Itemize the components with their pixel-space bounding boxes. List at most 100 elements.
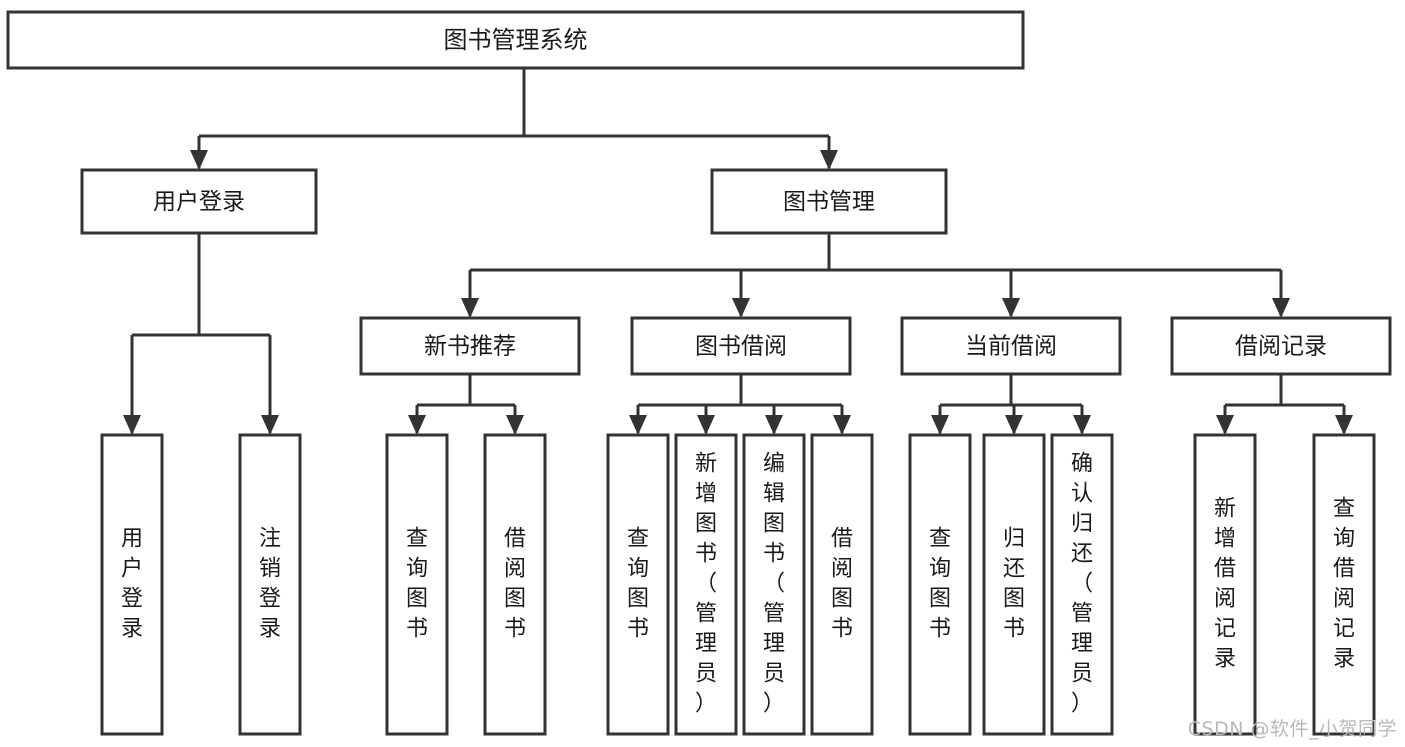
- node-label-char: 注: [259, 527, 281, 552]
- arrow-head-icon: [820, 150, 838, 170]
- node-box[interactable]: [385, 433, 449, 736]
- node-box[interactable]: [810, 433, 874, 736]
- node-label: 新书推荐: [424, 334, 516, 360]
- node-box[interactable]: [1193, 433, 1257, 736]
- arrow-head-icon: [461, 298, 479, 318]
- node-current-borrow[interactable]: 当前借阅: [900, 316, 1122, 376]
- node-root[interactable]: 图书管理系统: [6, 10, 1025, 70]
- node-label-char: 询: [1333, 527, 1355, 552]
- node-label-char: 借: [1333, 557, 1355, 582]
- node-label-char: 书: [929, 617, 951, 642]
- node-label-char: 图: [695, 512, 717, 537]
- node-book-management[interactable]: 图书管理: [710, 168, 948, 235]
- node-label-char: 书: [831, 617, 853, 642]
- node-label-char: 管: [763, 602, 785, 627]
- node-new-book-recommend[interactable]: 新书推荐: [359, 316, 581, 376]
- node-label-char: 图: [406, 587, 428, 612]
- arrow-head-icon: [629, 415, 647, 435]
- node-label-char: 销: [259, 557, 281, 582]
- node-box[interactable]: [6, 10, 1025, 70]
- node-label-char: 辑: [763, 482, 785, 507]
- node-label-char: 阅: [1214, 587, 1236, 612]
- connector-book-borrow-to-leaves: [629, 374, 851, 435]
- node-label: 当前借阅: [965, 334, 1057, 360]
- node-label-char: 图: [831, 587, 853, 612]
- node-label: 用户登录: [153, 189, 245, 215]
- node-box[interactable]: [1050, 433, 1114, 736]
- node-label-char: 查: [1333, 497, 1355, 522]
- node-label-char: 阅: [1333, 587, 1355, 612]
- arrow-head-icon: [506, 415, 524, 435]
- node-label-char: 录: [121, 617, 143, 642]
- node-label-char: 录: [1333, 647, 1355, 672]
- node-box[interactable]: [674, 433, 738, 736]
- node-label: 图书借阅: [695, 334, 787, 360]
- node-leaf-user-login[interactable]: 用户登录: [100, 433, 164, 736]
- node-box[interactable]: [100, 433, 164, 736]
- arrow-head-icon: [697, 415, 715, 435]
- node-label-char: 增: [695, 482, 717, 507]
- node-label-char: 登: [121, 587, 143, 612]
- node-box[interactable]: [80, 168, 318, 235]
- connector-layer: [123, 68, 1353, 435]
- node-box[interactable]: [483, 433, 547, 736]
- node-label-char: 增: [1214, 527, 1236, 552]
- node-label-char: ）: [1071, 692, 1093, 717]
- node-box[interactable]: [606, 433, 670, 736]
- node-borrow-record[interactable]: 借阅记录: [1170, 316, 1392, 376]
- node-box[interactable]: [900, 316, 1122, 376]
- node-label-char: 书: [406, 617, 428, 642]
- node-box[interactable]: [630, 316, 852, 376]
- node-box[interactable]: [982, 433, 1046, 736]
- arrow-head-icon: [1005, 415, 1023, 435]
- node-label-char: 询: [627, 557, 649, 582]
- node-box[interactable]: [1312, 433, 1376, 736]
- node-user-login[interactable]: 用户登录: [80, 168, 318, 235]
- node-label-char: 归: [1003, 527, 1025, 552]
- node-box[interactable]: [359, 316, 581, 376]
- node-label-char: 户: [121, 557, 143, 582]
- arrow-head-icon: [190, 150, 208, 170]
- node-label-char: 理: [763, 632, 785, 657]
- node-label-char: ）: [763, 692, 785, 717]
- node-label-char: 还: [1003, 557, 1025, 582]
- node-label-char: 书: [627, 617, 649, 642]
- node-label-char: 借: [504, 527, 526, 552]
- node-label-char: 书: [1003, 617, 1025, 642]
- node-label-char: 阅: [504, 557, 526, 582]
- node-label-char: 图: [1003, 587, 1025, 612]
- arrow-head-icon: [1272, 298, 1290, 318]
- node-label-char: 查: [406, 527, 428, 552]
- node-label-char: 还: [1071, 542, 1093, 567]
- arrow-head-icon: [1216, 415, 1234, 435]
- connector-user-login-to-leaves: [123, 233, 279, 435]
- node-label-char: 新: [1214, 497, 1236, 522]
- node-label-char: 书: [504, 617, 526, 642]
- node-book-borrow[interactable]: 图书借阅: [630, 316, 852, 376]
- node-box[interactable]: [1170, 316, 1392, 376]
- arrow-head-icon: [1335, 415, 1353, 435]
- node-label-char: 记: [1333, 617, 1355, 642]
- node-label-char: 员: [1071, 662, 1093, 687]
- node-label-char: 认: [1071, 482, 1093, 507]
- node-box[interactable]: [742, 433, 806, 736]
- node-box[interactable]: [908, 433, 972, 736]
- arrow-head-icon: [765, 415, 783, 435]
- node-label: 图书管理: [783, 189, 875, 215]
- node-box[interactable]: [710, 168, 948, 235]
- node-label-char: 理: [695, 632, 717, 657]
- node-box[interactable]: [238, 433, 302, 736]
